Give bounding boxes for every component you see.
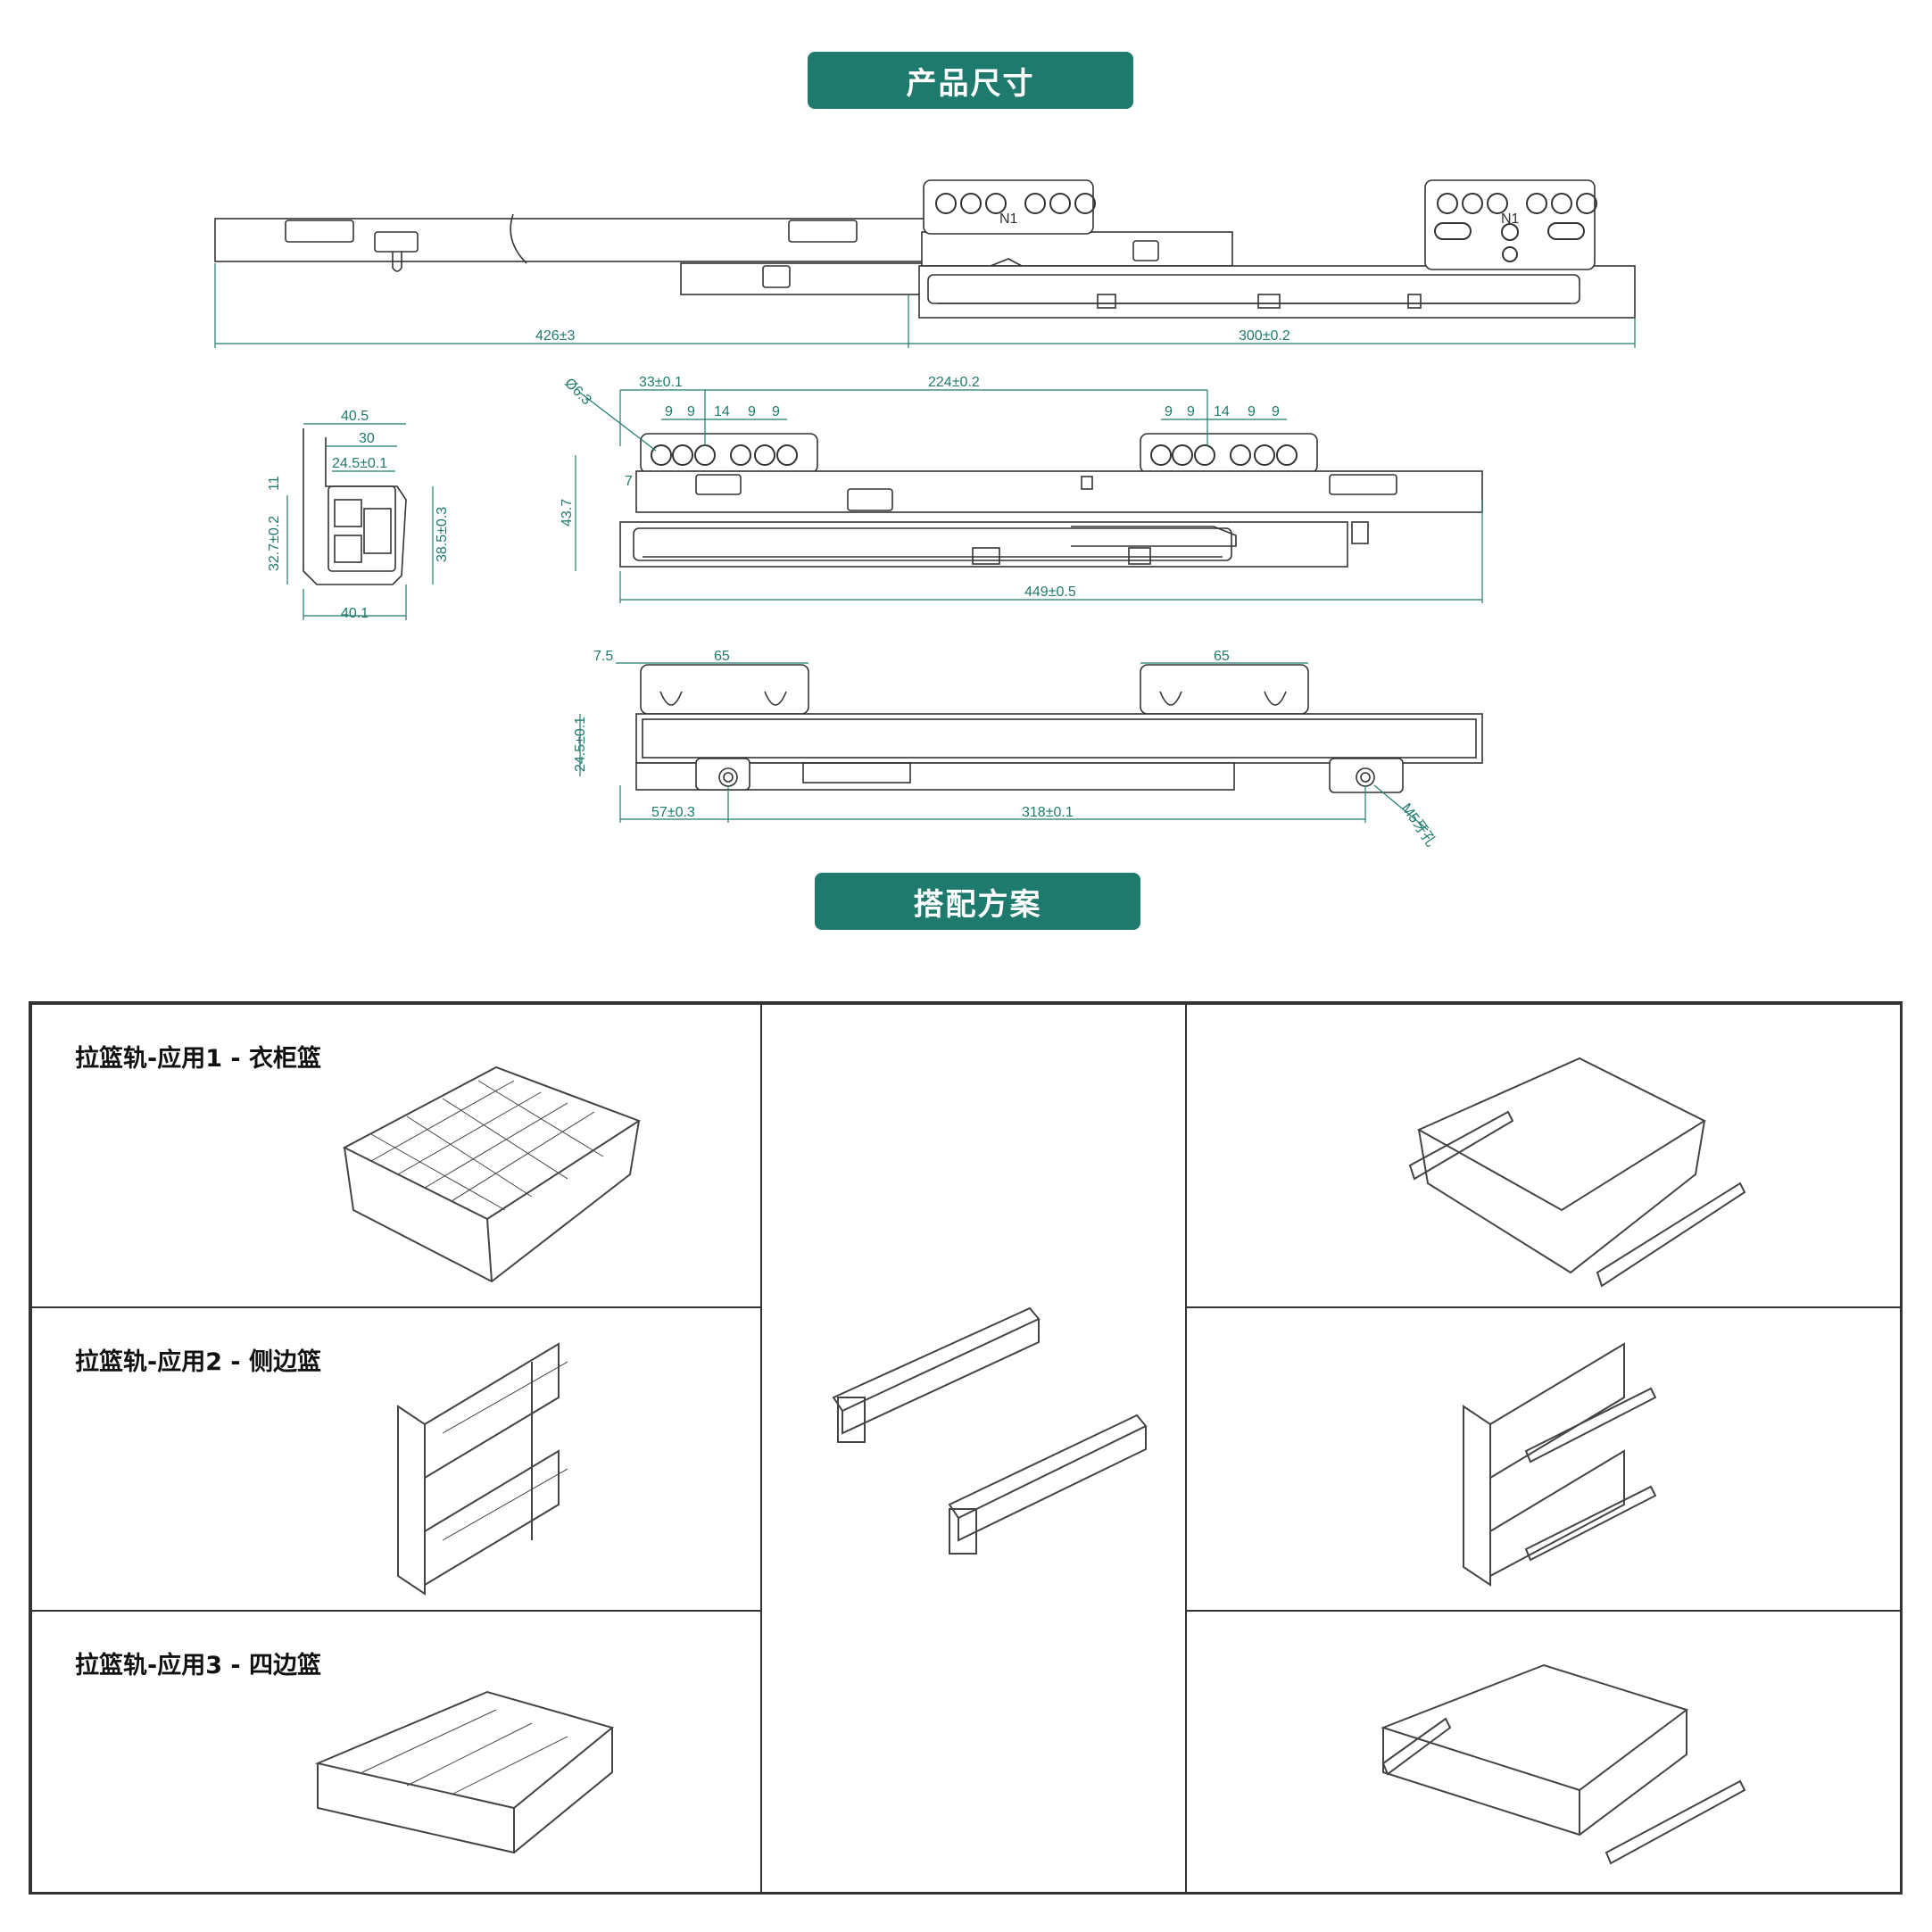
- dim-9g: 9: [1248, 404, 1256, 419]
- four-sided-basket-with-rails-cell: [1186, 1611, 1903, 1895]
- cross-section-drawing: [303, 428, 407, 585]
- dim-11: 11: [267, 476, 282, 491]
- dim-9h: 9: [1272, 404, 1280, 419]
- wardrobe-basket-with-rails-illustration: [1408, 1057, 1746, 1288]
- dim-449: 449±0.5: [1024, 585, 1076, 600]
- side-basket-illustration: [397, 1342, 568, 1596]
- dim-9e: 9: [1165, 404, 1173, 419]
- slide-rails-illustration: [832, 1306, 1148, 1555]
- dim-7-5: 7.5: [593, 649, 613, 664]
- bracket-holes-side: [651, 444, 1298, 466]
- dim-m5: M5牙孔: [1398, 800, 1439, 850]
- top-view-drawing: [214, 179, 1636, 319]
- dim-65a: 65: [714, 649, 730, 664]
- dim-40-5: 40.5: [341, 409, 369, 424]
- dimension-lines: [214, 263, 1636, 831]
- dim-40-1: 40.1: [341, 606, 369, 621]
- side-basket-with-rails-cell: [1186, 1307, 1903, 1611]
- four-sided-basket-with-rails-illustration: [1380, 1663, 1746, 1865]
- application-title-3: 拉篮轨-应用3 - 四边篮: [75, 1652, 321, 1679]
- dim-9b: 9: [687, 404, 695, 419]
- slide-rails-cell: [761, 1004, 1186, 1895]
- section-title-combination: 搭配方案: [815, 873, 1140, 930]
- dim-426: 426±3: [535, 328, 575, 344]
- four-sided-basket-illustration: [314, 1690, 615, 1854]
- application-cell-2: 拉篮轨-应用2 - 侧边篮: [31, 1307, 761, 1611]
- dim-24-5b: 24.5±0.1: [573, 717, 588, 772]
- dim-38-5: 38.5±0.3: [435, 507, 450, 562]
- dim-24-5: 24.5±0.1: [332, 456, 387, 471]
- application-cell-1: 拉篮轨-应用1 - 衣柜篮: [31, 1004, 761, 1307]
- dim-dia: Ø6.3: [561, 376, 594, 409]
- dim-9f: 9: [1187, 404, 1195, 419]
- bottom-view-drawing: [635, 664, 1483, 793]
- bracket-label-left: N1: [999, 211, 1018, 227]
- application-grid: 拉篮轨-应用1 - 衣柜篮 拉篮轨-应用2 - 侧边篮: [29, 1001, 1903, 1895]
- dim-65b: 65: [1214, 649, 1230, 664]
- dim-30: 30: [359, 431, 375, 446]
- side-basket-with-rails-illustration: [1463, 1342, 1657, 1587]
- section-title-dimensions: 产品尺寸: [808, 52, 1133, 109]
- dim-7: 7: [625, 474, 633, 489]
- application-title-1: 拉篮轨-应用1 - 衣柜篮: [75, 1045, 321, 1073]
- dim-300: 300±0.2: [1239, 328, 1290, 344]
- dim-57: 57±0.3: [651, 805, 695, 820]
- dim-9a: 9: [665, 404, 673, 419]
- dim-9c: 9: [748, 404, 756, 419]
- dim-43-7: 43.7: [560, 499, 575, 527]
- application-cell-3: 拉篮轨-应用3 - 四边篮: [31, 1611, 761, 1895]
- application-title-2: 拉篮轨-应用2 - 侧边篮: [75, 1348, 321, 1376]
- side-view-drawing: [619, 433, 1483, 568]
- bracket-label-right: N1: [1501, 211, 1520, 227]
- wardrobe-basket-illustration: [342, 1066, 642, 1283]
- dim-14b: 14: [1214, 404, 1230, 419]
- bracket-holes-top: [935, 193, 1597, 262]
- wardrobe-basket-with-rails-cell: [1186, 1004, 1903, 1307]
- dim-14: 14: [714, 404, 730, 419]
- dim-224: 224±0.2: [928, 375, 980, 390]
- dim-32-7: 32.7±0.2: [267, 516, 282, 571]
- dim-318: 318±0.1: [1022, 805, 1074, 820]
- dim-9d: 9: [772, 404, 780, 419]
- dimension-drawings: N1 N1 426±3 300±0.2 40.5 30 24.5±0.1 11 …: [214, 179, 1636, 850]
- dim-33: 33±0.1: [639, 375, 683, 390]
